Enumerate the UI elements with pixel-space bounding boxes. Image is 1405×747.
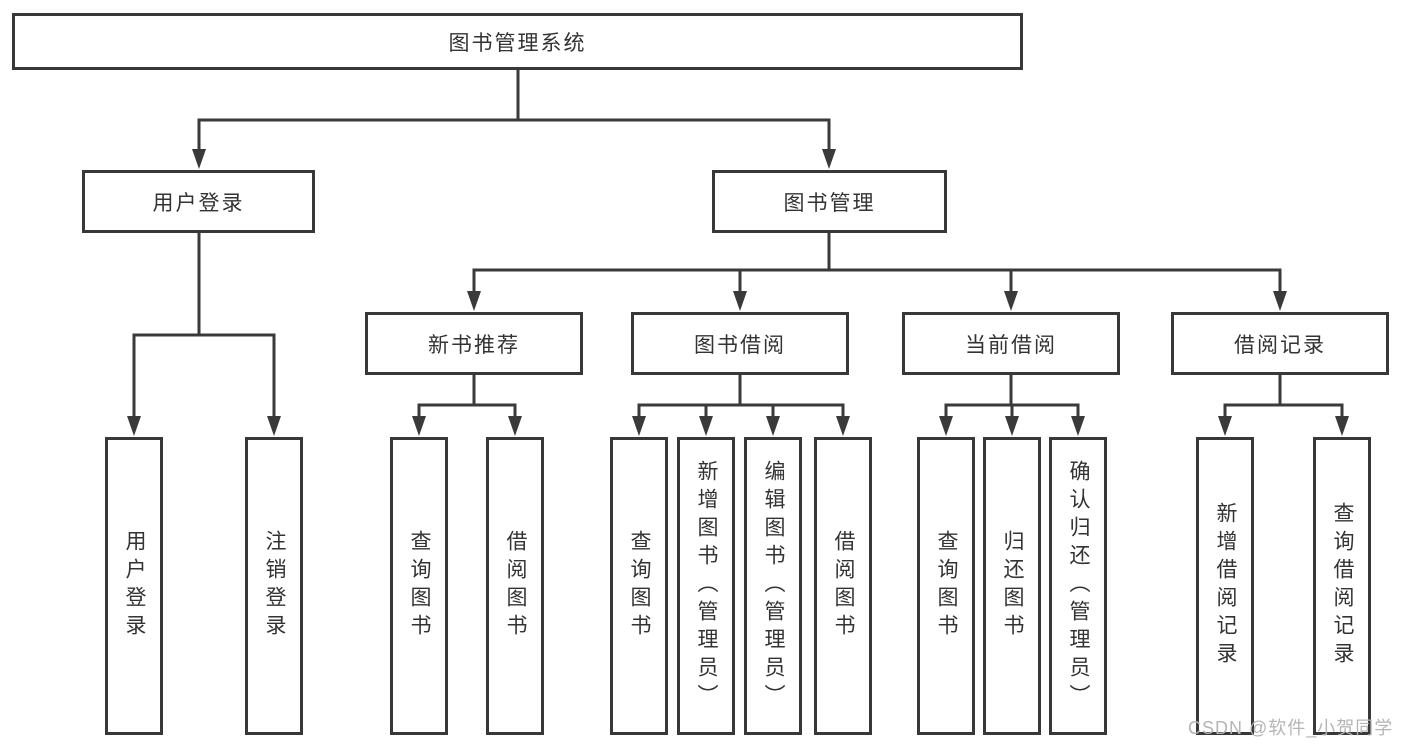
leaf-query-borrow-record-label: 查询借阅记录 <box>1331 502 1354 670</box>
leaf-query-books-borrowing: 查询图书 <box>610 437 668 735</box>
leaf-query-books-borrowing-label: 查询图书 <box>628 530 651 642</box>
leaf-query-books-recommend-label: 查询图书 <box>408 530 431 642</box>
leaf-return-books-label: 归还图书 <box>1001 530 1024 642</box>
leaf-borrow-books-recommend: 借阅图书 <box>486 437 544 735</box>
leaf-edit-book-admin-label: 编辑图书（管理员） <box>762 460 785 712</box>
node-library-system: 图书管理系统 <box>12 13 1023 70</box>
leaf-query-borrow-record: 查询借阅记录 <box>1313 437 1371 735</box>
node-library-system-label: 图书管理系统 <box>448 31 587 55</box>
leaf-return-books: 归还图书 <box>983 437 1041 735</box>
node-user-login: 用户登录 <box>82 170 315 233</box>
leaf-confirm-return-admin: 确认归还（管理员） <box>1049 437 1107 735</box>
node-book-management-label: 图书管理 <box>783 191 876 215</box>
node-book-borrowing: 图书借阅 <box>631 312 849 375</box>
node-borrow-records: 借阅记录 <box>1171 312 1389 375</box>
watermark-text: CSDN @软件_小贺同学 <box>1188 718 1394 738</box>
leaf-confirm-return-admin-label: 确认归还（管理员） <box>1067 460 1090 712</box>
leaf-query-books-current-label: 查询图书 <box>935 530 958 642</box>
leaf-borrow-books-recommend-label: 借阅图书 <box>504 530 527 642</box>
node-book-management: 图书管理 <box>712 170 947 233</box>
arrowheads <box>127 149 1349 436</box>
leaf-user-login-label: 用户登录 <box>123 530 146 642</box>
leaf-logout: 注销登录 <box>245 437 303 735</box>
node-book-borrowing-label: 图书借阅 <box>694 333 786 357</box>
leaf-edit-book-admin: 编辑图书（管理员） <box>744 437 802 735</box>
node-new-book-recommend-label: 新书推荐 <box>428 333 520 357</box>
leaf-user-login: 用户登录 <box>105 437 163 735</box>
leaf-add-borrow-record-label: 新增借阅记录 <box>1214 502 1237 670</box>
node-current-borrowing: 当前借阅 <box>902 312 1120 375</box>
node-borrow-records-label: 借阅记录 <box>1234 333 1326 357</box>
leaf-borrow-books: 借阅图书 <box>814 437 872 735</box>
leaf-query-books-recommend: 查询图书 <box>390 437 448 735</box>
leaf-borrow-books-label: 借阅图书 <box>832 530 855 642</box>
leaf-add-book-admin-label: 新增图书（管理员） <box>695 460 718 712</box>
leaf-add-book-admin: 新增图书（管理员） <box>677 437 735 735</box>
node-user-login-label: 用户登录 <box>152 191 245 215</box>
leaf-query-books-current: 查询图书 <box>917 437 975 735</box>
node-current-borrowing-label: 当前借阅 <box>965 333 1057 357</box>
leaf-add-borrow-record: 新增借阅记录 <box>1196 437 1254 735</box>
leaf-logout-label: 注销登录 <box>263 530 286 642</box>
node-new-book-recommend: 新书推荐 <box>365 312 583 375</box>
